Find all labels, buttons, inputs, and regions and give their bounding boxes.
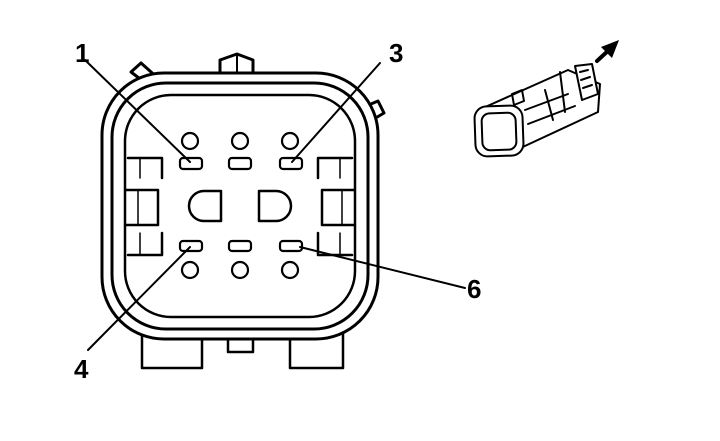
round-hole bbox=[280, 131, 300, 151]
pin-cavity-2 bbox=[227, 156, 253, 171]
center-keys bbox=[187, 189, 293, 223]
round-hole bbox=[180, 131, 200, 151]
callout-label-3: 3 bbox=[389, 38, 403, 68]
round-hole bbox=[180, 260, 200, 280]
round-hole bbox=[280, 260, 300, 280]
callout-label-4: 4 bbox=[74, 354, 89, 384]
round-holes bbox=[180, 131, 300, 280]
leader-line-6 bbox=[299, 246, 466, 289]
callout-label-1: 1 bbox=[75, 38, 89, 68]
leader-line-1 bbox=[84, 59, 191, 163]
callout-label-6: 6 bbox=[467, 274, 481, 304]
pin-cavity-3 bbox=[278, 156, 304, 171]
pin-cavity-6 bbox=[278, 239, 304, 253]
removal-direction-arrow-icon bbox=[595, 40, 619, 63]
connector-housing bbox=[100, 71, 380, 341]
round-hole bbox=[230, 131, 250, 151]
bottom-feet bbox=[140, 320, 345, 370]
pin-cavity-4 bbox=[178, 239, 204, 253]
leader-line-4 bbox=[87, 246, 191, 351]
pin-cavity-5 bbox=[227, 239, 253, 253]
callout-labels: 1 3 6 4 bbox=[74, 38, 481, 384]
side-guides bbox=[124, 156, 356, 257]
leader-lines bbox=[84, 59, 466, 351]
round-hole bbox=[230, 260, 250, 280]
pin-cavity-1 bbox=[178, 156, 204, 171]
leader-line-3 bbox=[291, 62, 381, 163]
pin-cavities bbox=[178, 156, 304, 253]
connector-side-view-icon bbox=[473, 63, 601, 158]
